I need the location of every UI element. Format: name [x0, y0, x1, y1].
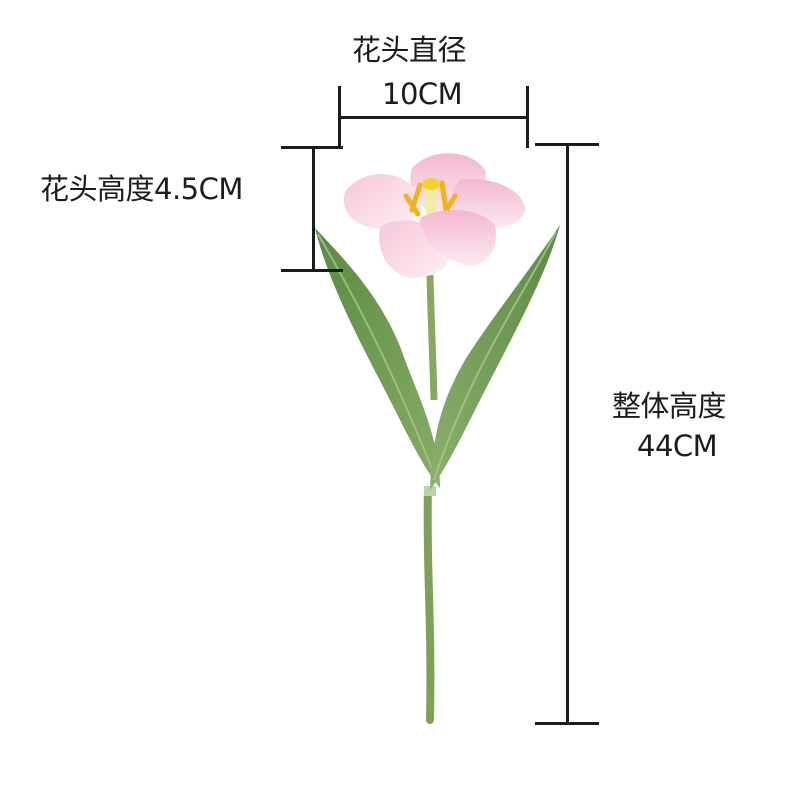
head-diameter-tick-left — [338, 86, 341, 148]
stem — [423, 486, 435, 724]
stem-joint — [424, 486, 436, 496]
total-height-tick-top — [535, 143, 599, 146]
head-height-tick-top — [281, 146, 343, 149]
head-diameter-value: 10CM — [382, 77, 463, 111]
right-leaf — [430, 225, 560, 490]
head-diameter-line — [339, 116, 529, 119]
head-diameter-tick-right — [526, 86, 529, 148]
head-height-label: 花头高度4.5CM — [40, 172, 243, 206]
total-height-tick-bottom — [535, 722, 599, 725]
total-height-title: 整体高度 — [612, 389, 727, 423]
head-height-line — [312, 147, 315, 271]
left-leaf — [315, 228, 440, 488]
flower-stem — [426, 274, 438, 401]
tulip-flower — [343, 153, 525, 278]
head-diameter-title: 花头直径 — [352, 33, 467, 67]
head-height-tick-bottom — [281, 269, 343, 272]
total-height-value: 44CM — [637, 429, 718, 463]
total-height-line — [566, 144, 569, 724]
